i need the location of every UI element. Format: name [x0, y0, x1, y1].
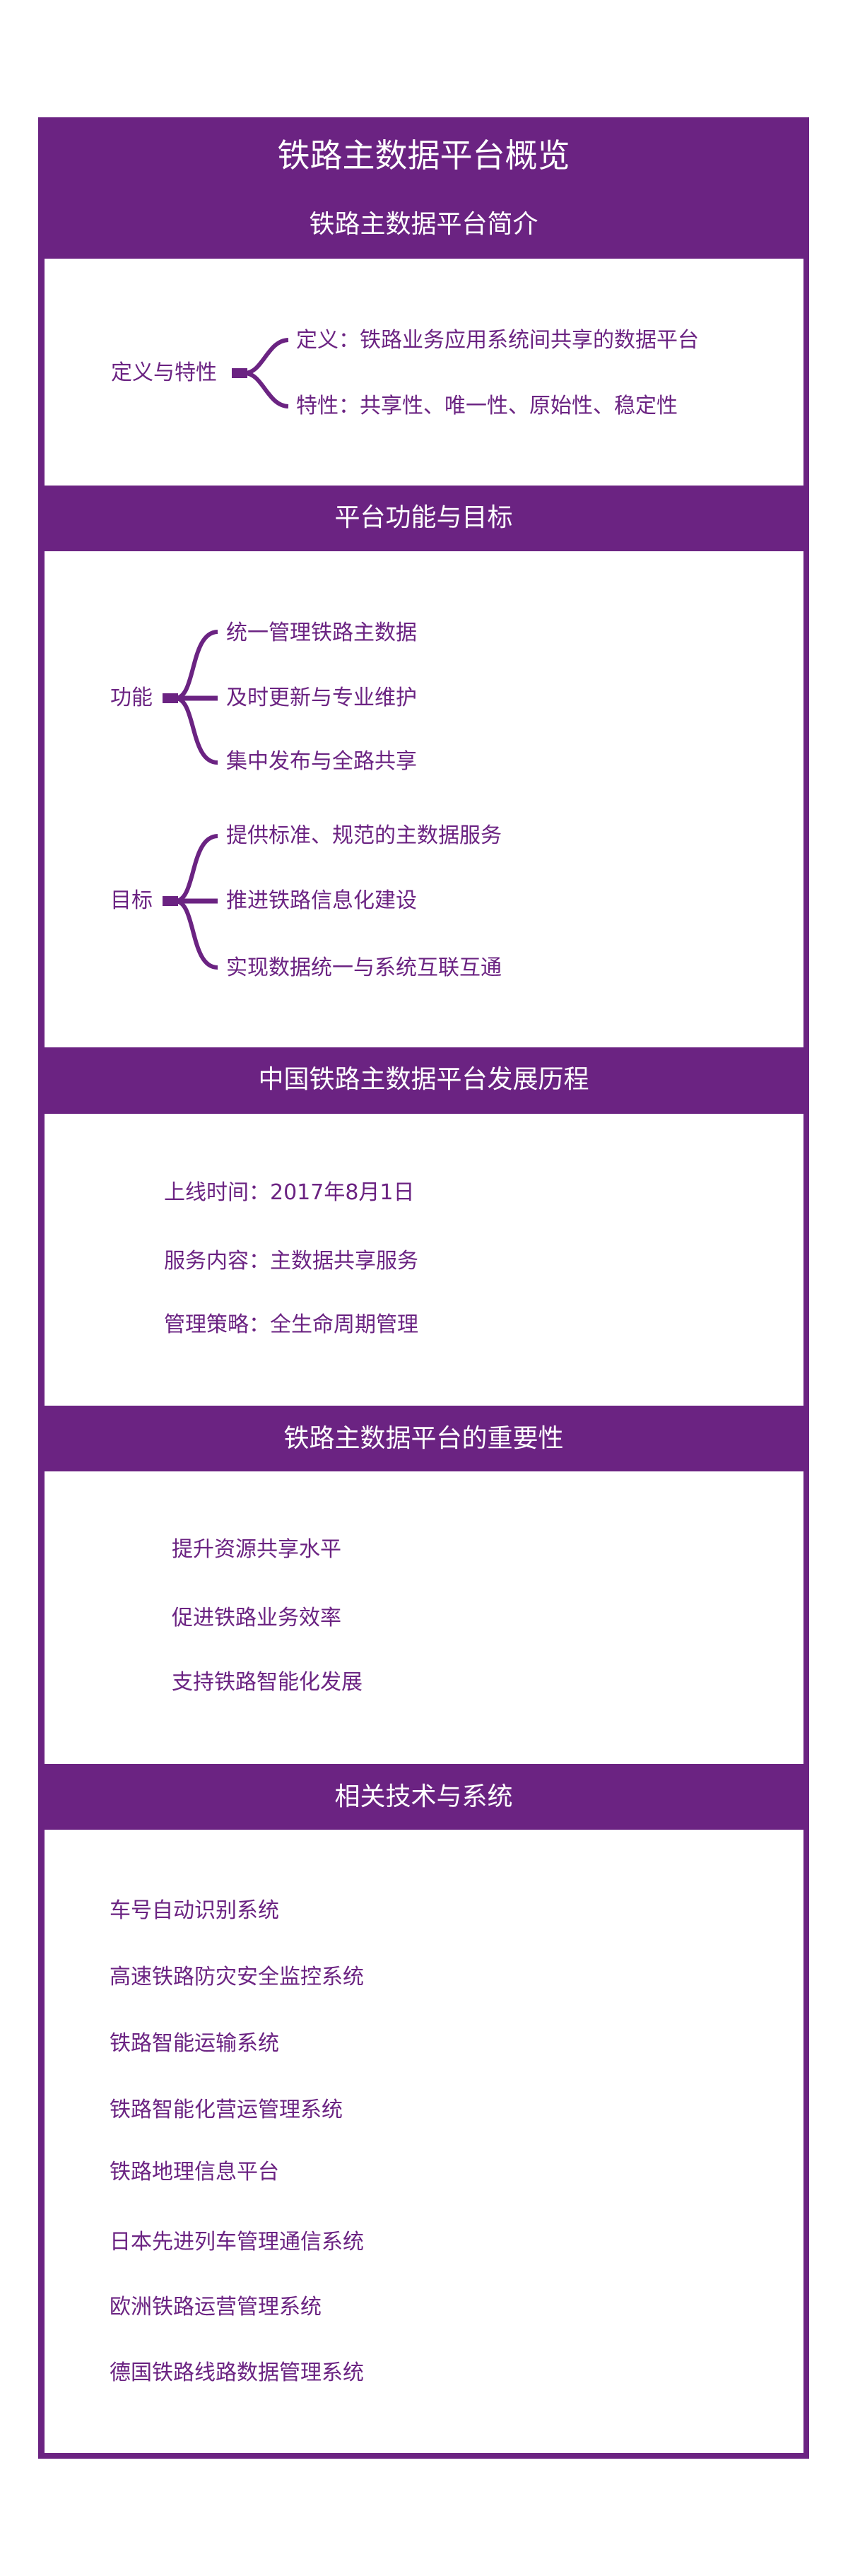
bracket-connector-icon [163, 630, 218, 970]
node-definition[interactable]: 定义：铁路业务应用系统间共享的数据平台 [296, 328, 699, 353]
section-heading-intro: 铁路主数据平台简介 [309, 210, 538, 239]
node-importance-item[interactable]: 提升资源共享水平 [172, 1537, 341, 1562]
section-panel-related-systems [45, 1830, 803, 2453]
section-panel-importance [45, 1471, 803, 1764]
node-service-content[interactable]: 服务内容：主数据共享服务 [164, 1249, 418, 1274]
section-panel-functions-goals [45, 551, 803, 1047]
node-traits[interactable]: 特性：共享性、唯一性、原始性、稳定性 [296, 394, 678, 418]
node-system-item[interactable]: 车号自动识别系统 [110, 1898, 279, 1923]
node-goals[interactable]: 目标 [110, 888, 153, 913]
section-panel-intro [45, 259, 803, 486]
bracket-connector-icon [232, 338, 289, 408]
node-importance-item[interactable]: 支持铁路智能化发展 [172, 1670, 363, 1695]
node-function-item[interactable]: 统一管理铁路主数据 [226, 621, 417, 645]
node-system-item[interactable]: 铁路智能化营运管理系统 [110, 2098, 343, 2122]
section-panel-history [45, 1114, 803, 1406]
node-function-item[interactable]: 及时更新与专业维护 [226, 686, 417, 710]
node-importance-item[interactable]: 促进铁路业务效率 [172, 1606, 341, 1630]
section-heading-functions-goals: 平台功能与目标 [334, 503, 513, 532]
node-definition-and-traits[interactable]: 定义与特性 [111, 360, 217, 385]
node-system-item[interactable]: 德国铁路线路数据管理系统 [110, 2360, 364, 2385]
section-heading-importance: 铁路主数据平台的重要性 [283, 1424, 564, 1453]
node-goal-item[interactable]: 提供标准、规范的主数据服务 [226, 823, 502, 848]
node-system-item[interactable]: 日本先进列车管理通信系统 [110, 2230, 364, 2254]
node-launch-date[interactable]: 上线时间：2017年8月1日 [164, 1180, 415, 1205]
node-goal-item[interactable]: 实现数据统一与系统互联互通 [226, 955, 502, 980]
node-system-item[interactable]: 铁路地理信息平台 [110, 2160, 279, 2184]
node-system-item[interactable]: 高速铁路防灾安全监控系统 [110, 1965, 364, 1989]
section-heading-history: 中国铁路主数据平台发展历程 [258, 1065, 589, 1094]
node-function-item[interactable]: 集中发布与全路共享 [226, 749, 417, 774]
node-goal-item[interactable]: 推进铁路信息化建设 [226, 888, 417, 913]
section-heading-related-systems: 相关技术与系统 [334, 1782, 513, 1811]
node-system-item[interactable]: 铁路智能运输系统 [110, 2031, 279, 2056]
page-title: 铁路主数据平台概览 [277, 136, 570, 175]
node-system-item[interactable]: 欧洲铁路运营管理系统 [110, 2295, 322, 2319]
node-management-strategy[interactable]: 管理策略：全生命周期管理 [164, 1312, 418, 1337]
node-functions[interactable]: 功能 [110, 686, 153, 710]
